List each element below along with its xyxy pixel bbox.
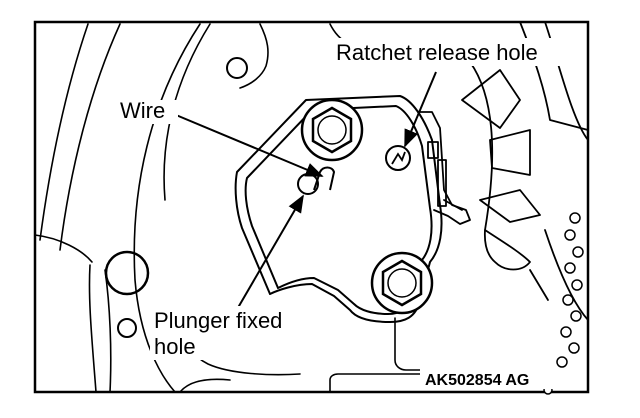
- tensioner-hinge: [417, 111, 471, 225]
- plunger-fixed-hole: [297, 166, 336, 195]
- sprocket: [461, 21, 589, 321]
- background-holes: [104, 57, 248, 338]
- left-small-hole: [117, 318, 137, 338]
- ratchet-release-leader: [404, 71, 437, 148]
- ratchet-release-hole: [385, 145, 411, 171]
- tensioner-body: [234, 95, 443, 323]
- ratchet-release-hole-label: Ratchet release hole: [336, 40, 538, 65]
- top-small-hole: [226, 57, 248, 79]
- upper-bolt: [300, 98, 364, 162]
- plunger-fixed-hole-label-line1: Plunger fixed: [154, 308, 282, 333]
- figure-code: AK502854 AG: [425, 372, 529, 389]
- lower-bolt: [370, 251, 434, 315]
- wire-label: Wire: [120, 98, 165, 123]
- wire-leader: [175, 114, 324, 177]
- plunger-fixed-leader: [231, 194, 304, 319]
- figure-frame: [33, 20, 590, 394]
- plunger-fixed-hole-label-line2: hole: [154, 334, 196, 359]
- left-large-hole: [104, 250, 150, 296]
